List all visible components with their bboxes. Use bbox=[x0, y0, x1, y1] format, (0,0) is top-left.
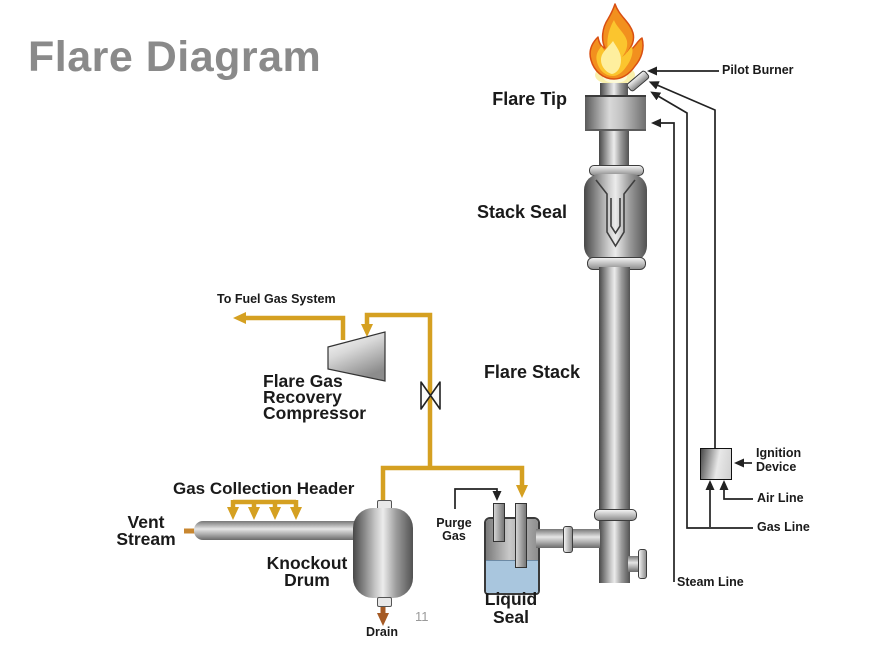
stack-seal-body bbox=[584, 174, 647, 262]
steam-nozzle-stub bbox=[628, 556, 640, 572]
flare-tip-neck-upper bbox=[600, 83, 628, 96]
label-gas-line: Gas Line bbox=[757, 520, 810, 534]
label-stack-seal: Stack Seal bbox=[476, 202, 567, 222]
flame-icon bbox=[589, 3, 644, 85]
pipe-gas-collection-header bbox=[227, 499, 302, 520]
label-vent-stream: Vent Stream bbox=[116, 512, 176, 549]
label-compressor: Flare Gas Recovery Compressor bbox=[263, 371, 367, 423]
label-pilot-burner: Pilot Burner bbox=[722, 63, 794, 77]
outlet-flange bbox=[563, 526, 573, 553]
label-air-line: Air Line bbox=[757, 491, 804, 505]
steam-nozzle-flange bbox=[638, 549, 647, 579]
page-title: Flare Diagram bbox=[28, 33, 322, 81]
label-steam-line: Steam Line bbox=[677, 575, 744, 589]
liquid-seal-liquid bbox=[486, 560, 538, 593]
label-purge-gas: Purge Gas bbox=[436, 516, 472, 543]
valve-icon bbox=[420, 381, 441, 410]
line-gas bbox=[650, 91, 753, 529]
label-to-fuel-gas-system: To Fuel Gas System bbox=[217, 292, 336, 306]
vent-pipe bbox=[194, 521, 357, 540]
label-flare-tip: Flare Tip bbox=[492, 89, 567, 109]
stack-flange-ring bbox=[594, 509, 637, 521]
line-purge-gas bbox=[454, 488, 502, 509]
drum-nozzle-bottom bbox=[377, 597, 392, 607]
knockout-drum-vessel bbox=[353, 508, 413, 598]
flare-tip-body bbox=[585, 95, 646, 131]
label-liquid-seal: Liquid Seal bbox=[484, 589, 538, 627]
label-drain: Drain bbox=[366, 625, 398, 639]
label-ignition-device: Ignition Device bbox=[756, 446, 802, 474]
line-steam bbox=[651, 118, 675, 582]
page-number: 11 bbox=[415, 609, 429, 624]
stack-seal-detail bbox=[595, 179, 636, 248]
flare-stack-column bbox=[599, 267, 630, 583]
line-ignition-wire bbox=[648, 81, 716, 449]
line-air bbox=[719, 480, 753, 500]
purge-pipe bbox=[493, 503, 505, 542]
compressor-shape bbox=[327, 331, 386, 382]
pipe-drum-to-liquid-seal bbox=[380, 465, 528, 507]
flare-tip-neck-lower bbox=[599, 131, 629, 167]
label-flare-stack: Flare Stack bbox=[483, 362, 580, 382]
label-knockout-drum: Knockout Drum bbox=[266, 553, 348, 590]
pipe-fuel-gas-outlet bbox=[233, 312, 346, 340]
label-gas-collection-header: Gas Collection Header bbox=[173, 479, 355, 498]
ignition-device-box bbox=[700, 448, 732, 480]
pipe-riser-and-compressor-inlet bbox=[361, 312, 433, 469]
seal-inlet-pipe bbox=[515, 503, 527, 568]
